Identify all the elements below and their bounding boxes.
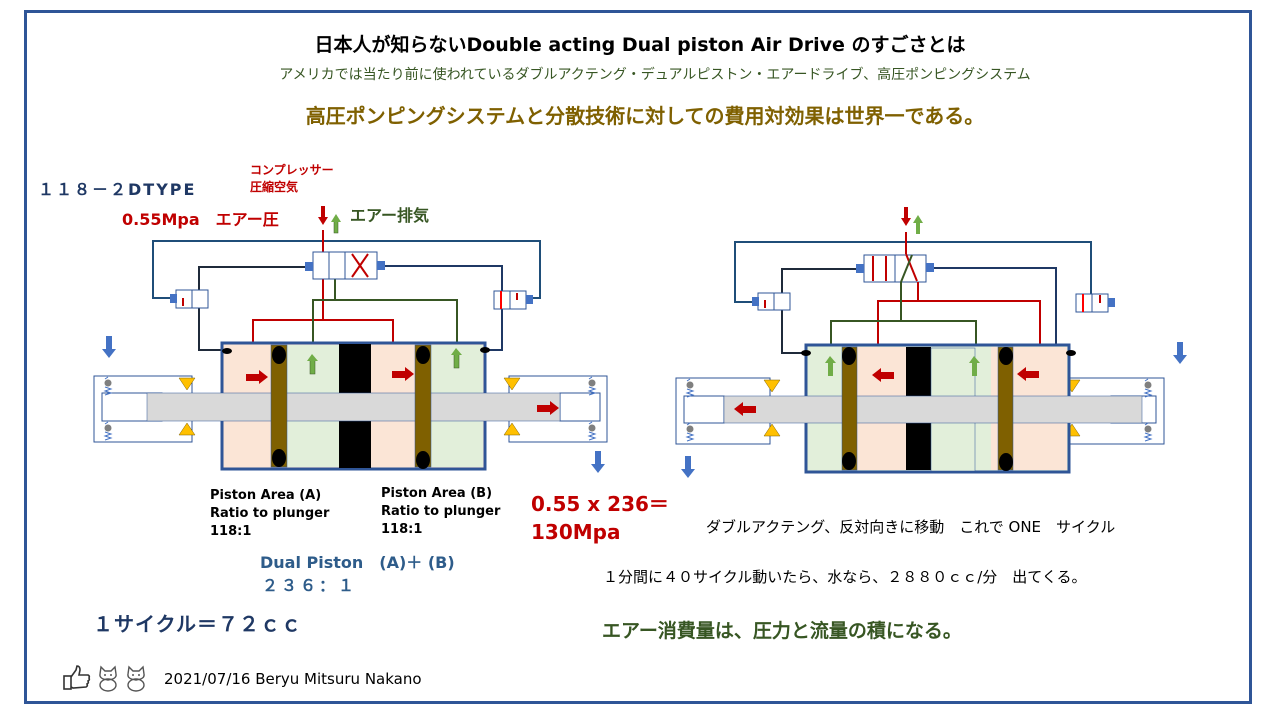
air-in-arrow-icon	[901, 207, 911, 226]
calculation-result: 130Mpa	[531, 520, 621, 544]
page-title: 日本人が知らないDouble acting Dual piston Air Dr…	[314, 34, 966, 56]
push-arrow-icon	[246, 370, 268, 384]
tagline: 高圧ポンピングシステムと分散技術に対しての費用対効果は世界一である。	[305, 104, 985, 128]
piston-a-info: Piston Area (A) Ratio to plunger 118:1	[210, 487, 329, 541]
push-arrow-icon	[734, 402, 756, 416]
flow-rate-note: １分間に４０サイクル動いたら、水なら、２８８０ｃｃ/分 出てくる。	[603, 568, 1087, 586]
double-acting-note: ダブルアクテング、反対向きに移動 これで ONE サイクル	[706, 518, 1116, 536]
author-credit: 2021/07/16 Beryu Mitsuru Nakano	[164, 670, 422, 688]
inlet-arrow-icon	[102, 336, 116, 358]
push-arrow-icon	[872, 368, 894, 382]
lucky-cat-icon	[99, 665, 117, 692]
compressor-label-line2: 圧縮空気	[250, 180, 299, 194]
piston-b-ratio-label: Ratio to plunger	[381, 504, 501, 519]
right-pump-diagram	[675, 207, 1187, 478]
outlet-arrow-icon	[681, 456, 695, 478]
left-pump-diagram	[93, 206, 608, 473]
air-out-arrow-icon	[913, 215, 923, 234]
inlet-arrow-icon	[1173, 342, 1187, 364]
cycle-volume: １サイクル＝７２ｃｃ	[93, 612, 302, 636]
air-in-arrow-icon	[318, 206, 328, 225]
compressor-label: コンプレッサー 圧縮空気	[250, 162, 334, 196]
model-label: １１８－２DTYPE	[38, 180, 197, 199]
pressure-calculation: 0.55 x 236＝ 130Mpa	[531, 490, 669, 546]
air-exhaust-label: エアー排気	[350, 206, 430, 225]
piston-a-title: Piston Area (A)	[210, 488, 322, 503]
exhaust-arrow-icon	[825, 356, 836, 376]
piston-a-ratio-value: 118:1	[210, 524, 252, 539]
air-consumption-note: エアー消費量は、圧力と流量の積になる。	[602, 620, 962, 642]
lucky-cat-icon	[127, 665, 145, 692]
exhaust-arrow-icon	[969, 356, 980, 376]
piston-b-title: Piston Area (B)	[381, 486, 493, 501]
footer-icons	[62, 664, 148, 692]
compressor-label-line1: コンプレッサー	[250, 163, 334, 177]
piston-b-info: Piston Area (B) Ratio to plunger 118:1	[381, 485, 500, 539]
page-subtitle: アメリカでは当たり前に使われているダブルアクテング・デュアルピストン・エアードラ…	[279, 67, 1031, 83]
dual-piston-ratio: ２３６：１	[262, 576, 358, 595]
push-arrow-icon	[537, 401, 559, 415]
air-pressure-label: 0.55Mpa エアー圧	[122, 210, 279, 229]
piston-b-ratio-value: 118:1	[381, 522, 423, 537]
push-arrow-icon	[1017, 367, 1039, 381]
push-arrow-icon	[392, 367, 414, 381]
exhaust-arrow-icon	[307, 354, 318, 375]
thumbs-up-icon	[63, 665, 91, 690]
slide-frame	[24, 10, 1252, 704]
calculation-formula: 0.55 x 236＝	[531, 492, 669, 516]
air-out-arrow-icon	[331, 214, 341, 234]
dual-piston-label: Dual Piston (A)＋ (B)	[260, 553, 455, 572]
piston-a-ratio-label: Ratio to plunger	[210, 506, 330, 521]
exhaust-arrow-icon	[451, 348, 462, 369]
outlet-arrow-icon	[591, 451, 605, 473]
